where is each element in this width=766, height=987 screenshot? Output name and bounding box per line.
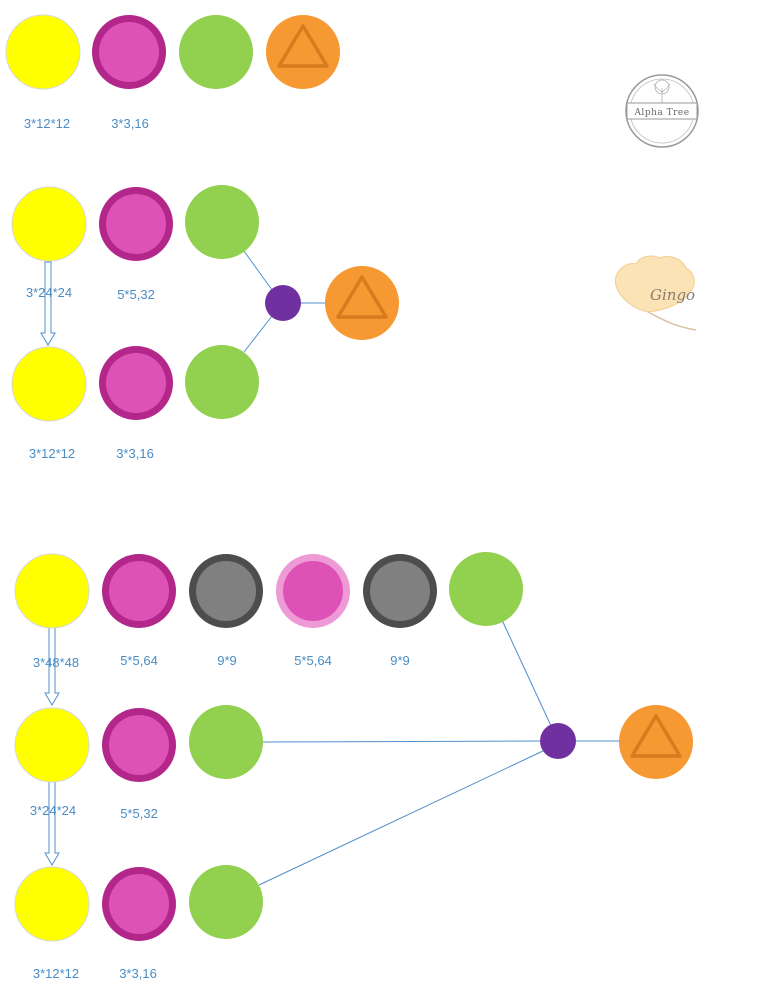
concat-node — [265, 285, 301, 321]
pool-node-inner — [196, 561, 256, 621]
input-node — [11, 346, 87, 422]
fc-node — [185, 345, 259, 419]
conv-node-inner — [99, 22, 159, 82]
downsample-arrow — [40, 261, 56, 346]
tree-icon — [653, 79, 671, 103]
input-node — [14, 553, 90, 629]
conv-size-label: 5*5,32 — [117, 287, 155, 302]
gingo-logo: Gingo — [614, 255, 697, 331]
conv-size-label: 5*5,32 — [120, 806, 158, 821]
pool-node-inner — [370, 561, 430, 621]
logo-text: Alpha Tree — [633, 108, 689, 118]
input-size-label: 3*24*24 — [30, 803, 76, 818]
pool-size-label: 9*9 — [217, 653, 237, 668]
ginkgo-leaf-icon — [614, 255, 695, 313]
conv-node-inner — [109, 561, 169, 621]
input-size-label: 3*12*12 — [24, 116, 70, 131]
conv-node-inner — [283, 561, 343, 621]
downsample-arrow — [44, 627, 60, 706]
diagram-1: 3*12*12 3*3,16 — [5, 14, 340, 131]
conv-node-inner — [109, 874, 169, 934]
conv-size-label: 3*3,16 — [111, 116, 149, 131]
input-size-label: 3*24*24 — [26, 285, 72, 300]
fc-node — [179, 15, 253, 89]
fc-node — [449, 552, 523, 626]
input-size-label: 3*12*12 — [29, 446, 75, 461]
conv-node-inner — [109, 715, 169, 775]
logo-text: Gingo — [650, 286, 695, 304]
conv-size-label: 5*5,64 — [120, 653, 158, 668]
conv-size-label: 3*3,16 — [116, 446, 154, 461]
connector-line — [258, 749, 546, 886]
fc-node — [185, 185, 259, 259]
input-node — [11, 186, 87, 262]
diagram-2: 3*24*24 5*5,32 3*12*12 3*3,16 — [11, 185, 399, 461]
connector-line — [501, 619, 553, 729]
conv-node-inner — [106, 194, 166, 254]
output-triangle-icon — [336, 275, 388, 319]
input-size-label: 3*12*12 — [33, 966, 79, 981]
fc-node — [189, 865, 263, 939]
diagram-3: 3*48*48 5*5,64 9*9 5*5,64 9*9 3*24*24 5*… — [14, 552, 693, 981]
output-triangle-icon — [277, 24, 329, 68]
input-node — [14, 866, 90, 942]
conv-size-label: 3*3,16 — [119, 966, 157, 981]
concat-node — [540, 723, 576, 759]
output-node — [325, 266, 399, 340]
downsample-arrow — [44, 781, 60, 866]
pool-size-label: 9*9 — [390, 653, 410, 668]
fc-node — [189, 705, 263, 779]
input-node — [14, 707, 90, 783]
input-node — [5, 14, 81, 90]
connector-line — [261, 740, 541, 743]
output-triangle-icon — [630, 714, 682, 758]
output-node — [619, 705, 693, 779]
output-node — [266, 15, 340, 89]
input-size-label: 3*48*48 — [33, 655, 79, 670]
conv-size-label: 5*5,64 — [294, 653, 332, 668]
conv-node-inner — [106, 353, 166, 413]
alpha-tree-logo: Alpha Tree — [625, 74, 699, 148]
connector-line — [243, 315, 273, 353]
connector-line — [243, 250, 273, 291]
